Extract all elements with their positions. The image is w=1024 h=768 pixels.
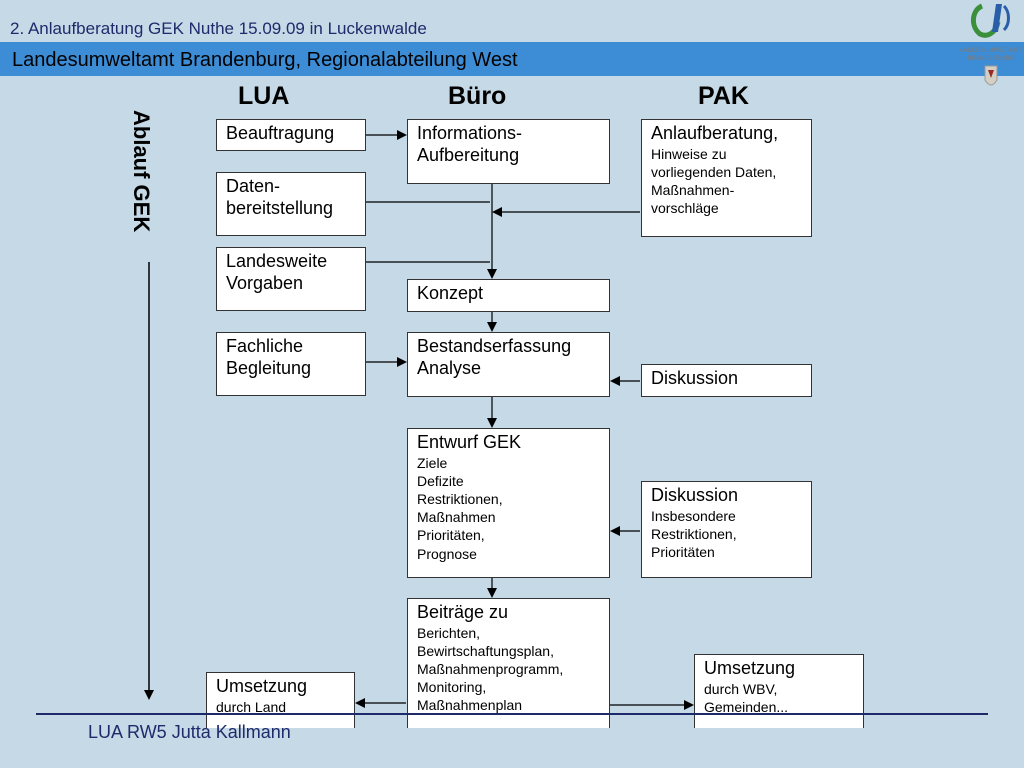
box-entwurf-gek: Entwurf GEK Ziele Defizite Restriktionen… <box>407 428 610 578</box>
box-title: Fachliche Begleitung <box>226 336 312 378</box>
box-sub-line: Maßnahmen <box>417 509 496 526</box>
box-title: Landesweite Vorgaben <box>226 251 328 293</box>
box-sub-line: Berichten, <box>417 624 481 641</box>
box-title: Umsetzung <box>216 676 308 696</box>
header-title: Landesumweltamt Brandenburg, Regionalabt… <box>12 49 518 71</box>
box-sub-line: Maßnahmenprogramm, <box>417 660 564 677</box>
box-sub-line: Defizite <box>417 472 464 489</box>
box-landesweite-vorgaben: Landesweite Vorgaben <box>216 247 366 311</box>
box-sub-line: Restriktionen, <box>651 525 737 542</box>
column-heading-pak: PAK <box>698 82 749 110</box>
box-sub-line: Bewirtschaftungsplan, <box>417 642 554 659</box>
box-beauftragung: Beauftragung <box>216 119 366 151</box>
box-sub-line: Prioritäten, <box>417 527 485 544</box>
lua-logo-icon: LANDESUMWELTAMT BRANDENBURG <box>958 0 1024 86</box>
box-informations-aufbereitung: Informations- Aufbereitung <box>407 119 610 184</box>
box-title: Beiträge zu <box>417 602 509 622</box>
box-sub-line: Maßnahmen- <box>651 181 735 198</box>
box-sub-line: Prioritäten <box>651 543 715 560</box>
box-datenbereitstellung: Daten- bereitstellung <box>216 172 366 236</box>
box-sub-line: vorschläge <box>651 200 719 217</box>
box-sub-line: Gemeinden... <box>704 698 789 715</box>
box-umsetzung-wbv: Umsetzung durch WBV, Gemeinden... <box>694 654 864 728</box>
box-title: Diskussion <box>651 368 739 388</box>
logo-text-line-1: LANDESUMWELTAMT <box>960 48 1022 54</box>
box-diskussion-2: Diskussion Insbesondere Restriktionen, P… <box>641 481 812 578</box>
header-bar: Landesumweltamt Brandenburg, Regionalabt… <box>0 42 1024 76</box>
box-bestandserfassung: Bestandserfassung Analyse <box>407 332 610 397</box>
box-title: Informations- Aufbereitung <box>417 123 523 165</box>
box-sub-line: Ziele <box>417 454 448 471</box>
box-title: Konzept <box>417 283 484 303</box>
box-sub-line: durch Land <box>216 698 287 715</box>
box-diskussion-1: Diskussion <box>641 364 812 397</box>
box-fachliche-begleitung: Fachliche Begleitung <box>216 332 366 396</box>
box-sub-line: vorliegenden Daten, <box>651 163 777 180</box>
box-title: Diskussion <box>651 485 739 505</box>
box-title: Umsetzung <box>704 658 796 678</box>
box-anlaufberatung: Anlaufberatung, Hinweise zu vorliegenden… <box>641 119 812 237</box>
box-title: Anlaufberatung, <box>651 123 779 143</box>
box-title: Bestandserfassung Analyse <box>417 336 572 378</box>
box-title: Entwurf GEK <box>417 432 522 452</box>
footer-divider <box>36 713 988 715</box>
box-beitraege: Beiträge zu Berichten, Bewirtschaftungsp… <box>407 598 610 728</box>
column-heading-lua: LUA <box>238 82 290 110</box>
box-sub-line: Monitoring, <box>417 679 487 696</box>
process-axis-label: Ablauf GEK <box>128 110 168 270</box>
box-title: Beauftragung <box>226 123 335 143</box>
footer-author: LUA RW5 Jutta Kallmann <box>88 722 291 742</box>
box-konzept: Konzept <box>407 279 610 312</box>
box-sub-line: durch WBV, <box>704 680 778 697</box>
column-heading-buero: Büro <box>448 82 507 110</box>
box-sub-line: Prognose <box>417 545 477 562</box>
logo-text-line-2: BRANDENBURG <box>968 56 1015 62</box>
box-umsetzung-land: Umsetzung durch Land <box>206 672 355 728</box>
box-title: Daten- bereitstellung <box>226 176 334 218</box>
box-sub-line: Hinweise zu <box>651 145 727 162</box>
process-axis-label-text: Ablauf GEK <box>129 110 154 233</box>
box-sub-line: Restriktionen, <box>417 490 503 507</box>
slide-top-title: 2. Anlaufberatung GEK Nuthe 15.09.09 in … <box>10 19 427 38</box>
box-sub-line: Insbesondere <box>651 507 736 524</box>
box-sub-line: Maßnahmenplan <box>417 697 523 714</box>
